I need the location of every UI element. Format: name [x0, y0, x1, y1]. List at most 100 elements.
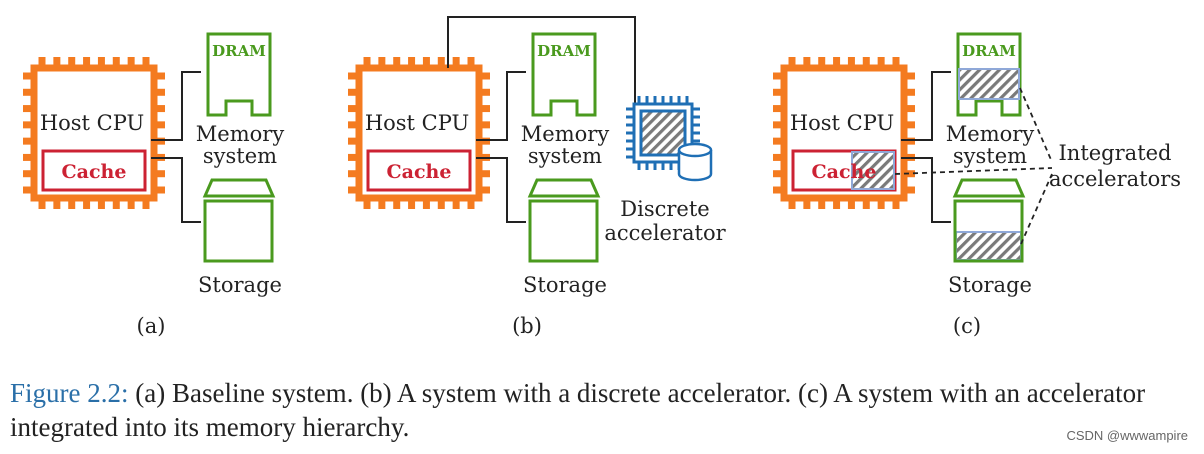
pointer-line-cache [894, 167, 1053, 175]
cache-integrated-accelerator [851, 151, 895, 190]
cpu-pin [154, 170, 165, 178]
cache-label: Cache [812, 161, 877, 183]
cpu-pin [773, 88, 784, 96]
cpu-pin [892, 57, 900, 68]
cpu-pin [467, 198, 475, 209]
accelerator-pin [626, 147, 634, 151]
storage-label: Storage [948, 273, 1032, 297]
panel-c: Host CPU Cache DRAM Memory system Storag… [773, 32, 1181, 338]
accelerator-pin [645, 162, 649, 170]
cpu-pin [788, 198, 796, 209]
cpu-pin [154, 72, 165, 80]
accelerator-pin [637, 162, 641, 170]
accelerator-pin [661, 96, 665, 104]
cpu-pin [862, 57, 870, 68]
host-cpu-label: Host CPU [790, 111, 894, 135]
cpu-memory-wire [151, 71, 201, 141]
cpu-pin [904, 186, 915, 194]
accelerator-pin [637, 96, 641, 104]
accelerator-pin [692, 139, 700, 143]
figure-number: Figure 2.2: [10, 378, 129, 408]
accelerator-pin [653, 162, 657, 170]
cpu-pin [773, 105, 784, 113]
cpu-pin [378, 198, 386, 209]
pointer-line-dram [1019, 87, 1053, 163]
cpu-pin [53, 198, 61, 209]
cpu-pin [378, 57, 386, 68]
cpu-pin [23, 121, 34, 129]
accelerator-pin [685, 96, 689, 104]
cpu-accelerator-wire [447, 16, 636, 118]
storage-label: Storage [198, 273, 282, 297]
memory-system-label-line2: system [528, 144, 602, 168]
cpu-pin [479, 105, 490, 113]
cpu-pin [818, 198, 826, 209]
storage-drive-top [527, 178, 601, 198]
cpu-memory-wire [476, 71, 526, 141]
cpu-pin [408, 198, 416, 209]
cpu-pin [154, 137, 165, 145]
dram-label: DRAM [212, 42, 266, 60]
cpu-pin [393, 198, 401, 209]
cpu-pin [452, 57, 460, 68]
cpu-storage-wire [151, 157, 201, 223]
cpu-pin [892, 198, 900, 209]
cpu-pin [348, 170, 359, 178]
cpu-pin [53, 57, 61, 68]
cpu-pin [479, 72, 490, 80]
cpu-pin [142, 57, 150, 68]
cpu-pin [38, 198, 46, 209]
cpu-pin [479, 88, 490, 96]
accelerator-pin [626, 139, 634, 143]
storage-drive [528, 199, 599, 263]
memory-system-label: Memory [946, 122, 1035, 146]
cpu-pin [83, 198, 91, 209]
cpu-pin [348, 88, 359, 96]
cpu-pin [422, 198, 430, 209]
cpu-pin [818, 57, 826, 68]
cpu-pin [154, 121, 165, 129]
figure-caption: Figure 2.2: (a) Baseline system. (b) A s… [10, 376, 1200, 444]
memory-system-label: Memory [196, 122, 285, 146]
panel-label-a: (a) [137, 314, 166, 338]
cpu-pin [348, 186, 359, 194]
cpu-pin [833, 57, 841, 68]
cpu-pin [847, 198, 855, 209]
accelerator-pin [653, 96, 657, 104]
cpu-pin [68, 57, 76, 68]
cpu-storage-wire [476, 157, 526, 223]
cpu-pin [127, 57, 135, 68]
cpu-pin [803, 198, 811, 209]
cpu-pin [38, 57, 46, 68]
cpu-pin [467, 57, 475, 68]
cpu-pin [904, 105, 915, 113]
accelerator-pin [692, 123, 700, 127]
pointer-line-storage [1020, 173, 1053, 245]
storage-drive-top [202, 178, 276, 198]
accelerator-pin [669, 162, 673, 170]
cpu-pin [437, 57, 445, 68]
storage-drive-top [952, 178, 1026, 198]
accelerator-pin [626, 107, 634, 111]
cpu-pin [363, 57, 371, 68]
panel-a: Host CPU Cache DRAM Memory system Storag… [23, 32, 285, 338]
cpu-pin [479, 186, 490, 194]
cpu-pin [904, 72, 915, 80]
accelerator-pin [692, 107, 700, 111]
cpu-pin [904, 137, 915, 145]
cpu-pin [904, 121, 915, 129]
accelerator-pin [692, 115, 700, 119]
storage-integrated-accelerator [955, 231, 1022, 261]
cpu-pin [23, 72, 34, 80]
memory-system-label-line2: system [953, 144, 1027, 168]
cpu-pin [788, 57, 796, 68]
cpu-pin [847, 57, 855, 68]
cpu-pin [877, 57, 885, 68]
panel-label-b: (b) [512, 314, 542, 338]
cpu-pin [408, 57, 416, 68]
discrete-accelerator-label: Discrete [620, 197, 709, 221]
cpu-pin [833, 198, 841, 209]
dram-integrated-accelerator [958, 68, 1020, 100]
cpu-pin [803, 57, 811, 68]
cpu-pin [23, 105, 34, 113]
